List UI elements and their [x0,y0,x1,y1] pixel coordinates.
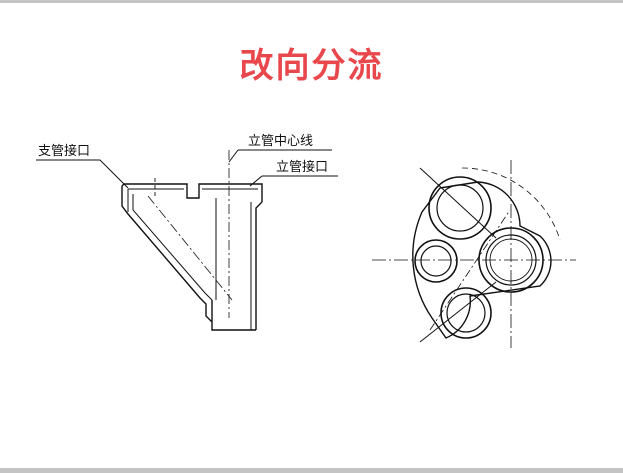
slide-bottom-edge [0,468,623,473]
label-leaders [36,149,338,189]
slide-title: 改向分流 [239,46,384,86]
slide-top-edge [0,0,623,3]
riser-centerline-leader [228,149,239,163]
branch-port-label: 支管接口 [38,143,90,159]
plan-port-top [428,176,492,240]
fitting-elevation-view [121,150,263,331]
riser-port-leader [249,175,263,187]
branch-port-leader [36,159,129,189]
fitting-plan-view [372,160,576,348]
plan-port-main [478,227,544,293]
plan-port-bottom [440,287,492,339]
riser-port-label: 立管接口 [276,159,328,175]
riser-centerline-label: 立管中心线 [248,134,313,149]
plan-port-left [414,239,458,283]
